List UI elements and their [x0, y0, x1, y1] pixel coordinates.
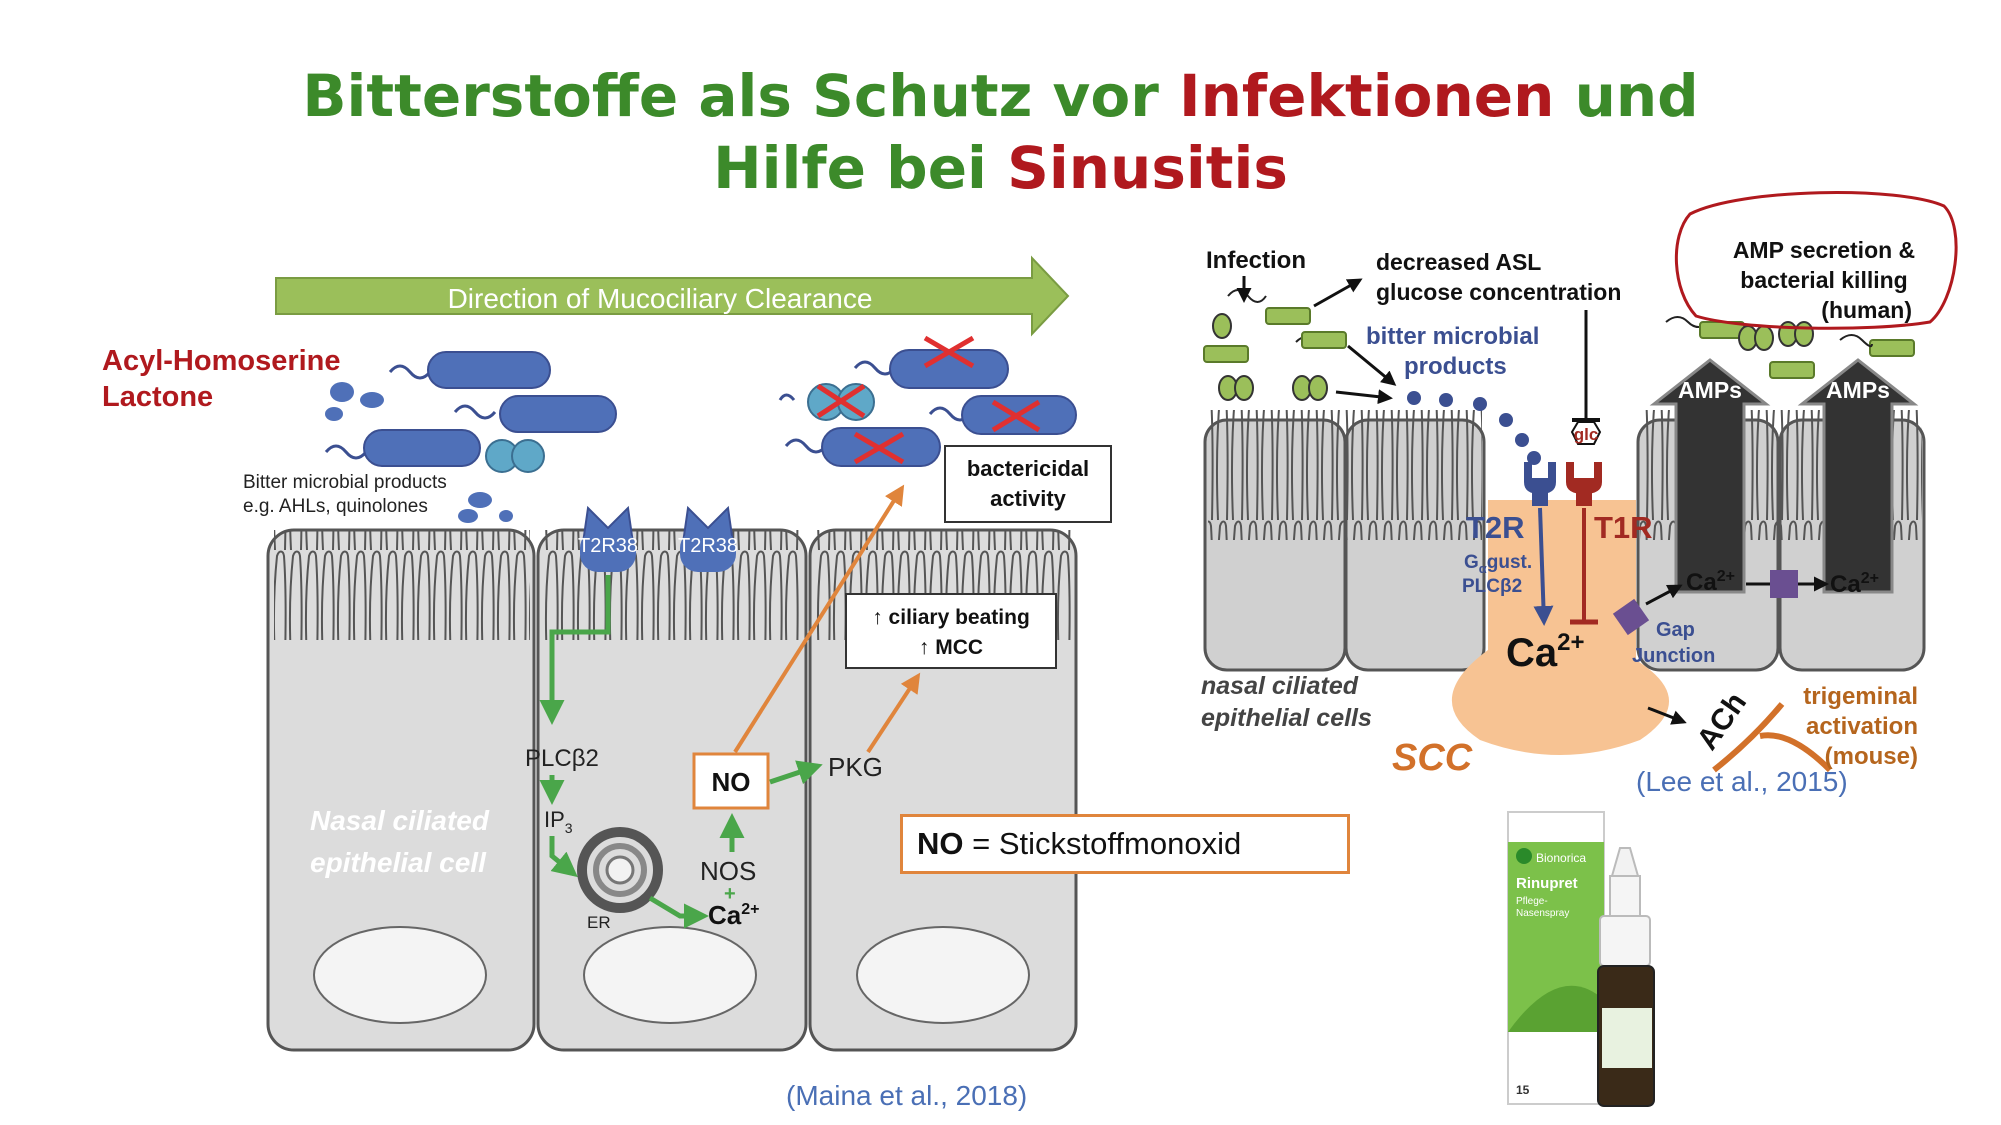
ciliary-line2: ↑ MCC	[919, 636, 983, 659]
cell-label-line1: Nasal ciliated	[310, 805, 490, 836]
pkg-label: PKG	[828, 752, 883, 782]
rinupret-product-image: Bionorica Rinupret Pflege- Nasenspray 15	[1507, 811, 1655, 1107]
amp-line1: AMP secretion &	[1733, 237, 1915, 263]
ca-label-left: Ca2+	[708, 900, 760, 930]
arrow-to-asl	[1313, 278, 1363, 308]
trigeminal-line3: (mouse)	[1825, 743, 1918, 770]
t1r-label: T1R	[1594, 510, 1653, 545]
t1r-receptor	[1566, 462, 1602, 494]
product-brand: Bionorica	[1536, 851, 1586, 865]
bactericidal-activity-box	[944, 445, 1112, 523]
amp-line2: bacterial killing	[1740, 267, 1907, 293]
t2r38-receptor-1	[580, 505, 636, 572]
amps-label-2: AMPs	[1826, 377, 1890, 403]
no-label: NO	[712, 767, 751, 797]
right-scc-diagram: AMPs AMPs Infection decrease	[1201, 191, 1958, 779]
amps-label-1: AMPs	[1678, 377, 1742, 403]
amp-line3: (human)	[1821, 297, 1912, 323]
gap-label-2: Junction	[1632, 645, 1715, 667]
orange-arrow-pkg-ciliary	[866, 672, 921, 754]
slide-title-line-2: Hilfe bei Sinusitis	[713, 134, 1288, 202]
trigeminal-nerve	[1712, 702, 1785, 773]
no-box	[692, 752, 770, 810]
gap-label-1: Gap	[1656, 619, 1695, 641]
product-sub-1: Pflege-	[1516, 896, 1548, 907]
receptor-label-2: T2R38	[678, 535, 738, 557]
product-sub-2: Nasenspray	[1516, 908, 1569, 919]
gap-junction-2	[1770, 570, 1798, 598]
er-label: ER	[587, 913, 611, 932]
signal-arrow-ip3-er	[549, 836, 578, 878]
cell-label-line2: epithelial cell	[310, 847, 487, 878]
amp-secretion-highlight	[1674, 191, 1958, 330]
plc-label: PLCβ2	[525, 745, 599, 772]
amps-arrow-1	[1649, 358, 1771, 594]
orange-arrow-no-bactericidal	[733, 484, 905, 754]
asl-line1: decreased ASL	[1376, 249, 1541, 275]
trigeminal-line2: activation	[1806, 713, 1918, 740]
left-pathway-diagram: Direction of Mucociliary Clearance Acyl-…	[102, 255, 1112, 1052]
green-bacteria-right	[1203, 289, 1915, 401]
amps-arrow-2	[1797, 358, 1919, 594]
ip3-label: IP3	[544, 807, 573, 836]
ahl-label-line2: Lactone	[102, 381, 213, 413]
no-definition-box: NO = Stickstoffmonoxid	[900, 814, 1350, 874]
signal-arrow-er-ca	[648, 895, 709, 929]
asl-line2: glucose concentration	[1376, 279, 1621, 305]
citation-lee: (Lee et al., 2015)	[1636, 766, 1848, 797]
bactericidal-line1: bactericidal	[967, 456, 1089, 481]
er-organelle	[577, 827, 663, 913]
solitary-chemosensory-cell	[1451, 500, 1670, 755]
nasal-label-1: nasal ciliated	[1201, 672, 1359, 700]
citation-maina: (Maina et al., 2018)	[786, 1080, 1028, 1111]
signal-arrow-receptor-plc	[539, 575, 611, 725]
bitter-product-dots	[1407, 391, 1541, 465]
slide-title-line-1: Bitterstoffe als Schutz vor Infektionen …	[302, 62, 1699, 130]
bitter-products-label-2: e.g. AHLs, quinolones	[243, 496, 428, 517]
bacteria-cluster-left	[324, 351, 617, 523]
t2r-to-ca-arrow	[1533, 507, 1554, 626]
plus-sign: +	[724, 883, 736, 905]
ca-right-1: Ca2+	[1686, 568, 1735, 596]
infection-label: Infection	[1206, 247, 1306, 274]
bitter-products-label-1: Bitter microbial products	[243, 472, 447, 493]
gap-junction-1	[1612, 598, 1650, 636]
nasal-label-2: epithelial cells	[1201, 704, 1372, 732]
product-volume: 15	[1516, 1083, 1530, 1097]
scc-label: SCC	[1392, 737, 1473, 779]
plc-label-right: PLCβ2	[1462, 576, 1522, 597]
bitter-microbial-line1: bitter microbial	[1366, 323, 1539, 350]
product-name: Rinupret	[1516, 875, 1578, 892]
mucociliary-arrow-label: Direction of Mucociliary Clearance	[448, 283, 873, 314]
nos-label: NOS	[700, 856, 756, 886]
receptor-label-1: T2R38	[578, 535, 638, 557]
trigeminal-line1: trigeminal	[1803, 683, 1918, 710]
killed-bacteria-cluster	[778, 335, 1077, 467]
ca-right-2: Ca2+	[1830, 570, 1879, 598]
bactericidal-line2: activity	[990, 486, 1067, 511]
mucociliary-clearance-arrow	[275, 255, 1070, 337]
spray-nozzle	[1610, 847, 1640, 877]
bitter-microbial-line2: products	[1404, 353, 1507, 380]
ahl-label-line1: Acyl-Homoserine	[102, 345, 341, 377]
ggust-label: Gαgust.	[1464, 552, 1532, 576]
ciliary-beating-box	[845, 593, 1057, 669]
ciliary-line1: ↑ ciliary beating	[872, 606, 1030, 629]
t2r-label: T2R	[1466, 510, 1525, 545]
signal-arrow-no-pkg	[769, 760, 823, 785]
glucose-molecule	[1570, 421, 1602, 445]
glc-label: glc	[1574, 425, 1599, 444]
ca-label-main: Ca2+	[1506, 629, 1585, 675]
t2r-receptor	[1524, 462, 1556, 494]
t2r38-receptor-2	[680, 505, 736, 572]
